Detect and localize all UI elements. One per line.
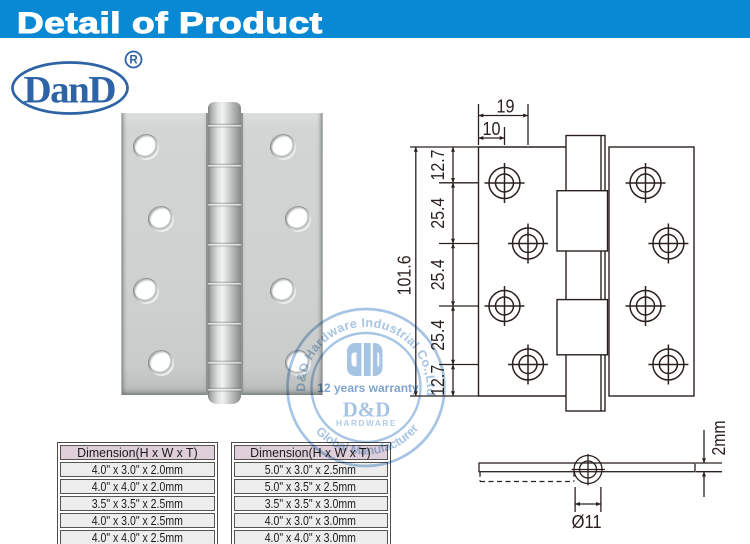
table-row: 5.0" x 3.5" x 2.5mm [233, 478, 388, 494]
table-cell-text: 4.0" x 3.0" x 2.0mm [91, 461, 184, 477]
dimension-table-1: Dimension(H x W x T) 4.0" x 3.0" x 2.0mm… [57, 441, 218, 544]
drawing-left-plate [477, 146, 566, 397]
drawing-knuckle [556, 189, 609, 252]
table-row: 3.5" x 3.5" x 3.0mm [233, 495, 388, 511]
screw-hole-symbol [648, 344, 689, 385]
screw-hole-photo [269, 277, 296, 304]
dim-label-thickness: 2mm [708, 421, 729, 456]
drawing-right-plate [608, 146, 695, 397]
dim-label-25.4-b: 25.4 [427, 259, 448, 290]
watermark-warranty-text: 12 years warranty [317, 381, 419, 395]
dim-label-pin-diameter: Ø11 [572, 511, 602, 532]
hinge-photo-barrel [207, 101, 241, 404]
page-title: Detail of Product [16, 7, 323, 40]
table-cell-text: 4.0" x 4.0" x 3.0mm [264, 529, 357, 544]
table-cell-text: 5.0" x 3.0" x 2.5mm [264, 461, 357, 477]
table-row: 4.0" x 3.0" x 2.5mm [60, 512, 215, 528]
table-header: Dimension(H x W x T) [60, 444, 215, 460]
dim-label-10: 10 [483, 118, 501, 139]
registered-trademark-letter: R [129, 55, 138, 67]
table-cell-text: 5.0" x 3.5" x 2.5mm [264, 478, 357, 494]
table-header: Dimension(H x W x T) [233, 444, 388, 460]
dim-label-12.7-bottom: 12.7 [427, 365, 448, 396]
table-row: 4.0" x 4.0" x 2.0mm [60, 478, 215, 494]
barrel-knuckle-seam [207, 320, 241, 326]
table-row: 4.0" x 3.0" x 2.0mm [60, 461, 215, 477]
barrel-knuckle-seam [207, 162, 241, 168]
screw-hole-symbol [484, 286, 525, 326]
table-cell-text: 4.0" x 4.0" x 2.0mm [91, 478, 184, 494]
header-banner: Detail of Product [0, 0, 750, 40]
table-row: 3.5" x 3.5" x 2.5mm [60, 495, 215, 511]
barrel-knuckle-seam [207, 280, 241, 286]
dim-label-19: 19 [497, 96, 515, 117]
table-row: 4.0" x 3.0" x 3.0mm [233, 512, 388, 528]
table-cell-text: 3.5" x 3.5" x 2.5mm [91, 495, 184, 511]
drawing-screw-holes [484, 163, 689, 385]
screw-hole-photo [284, 205, 311, 232]
dimension-labels: 19 10 12.7 25.4 25.4 25.4 12.7 101.6 Ø11… [394, 96, 730, 533]
watermark-outer-ring [286, 307, 446, 468]
watermark-inner-ring [310, 331, 422, 444]
screw-hole-symbol [484, 163, 525, 203]
dimension-table-2: Dimension(H x W x T) 5.0" x 3.0" x 2.5mm… [230, 441, 391, 544]
screw-hole-photo [132, 133, 159, 160]
barrel-knuckle-seam [207, 201, 241, 207]
screw-hole-photo [147, 205, 174, 232]
dim-label-101.6: 101.6 [394, 255, 415, 295]
dim-label-12.7-top: 12.7 [427, 150, 448, 181]
screw-hole-photo [269, 133, 296, 160]
dim-label-25.4-c: 25.4 [427, 320, 448, 351]
registered-trademark-icon [124, 50, 143, 69]
screw-hole-symbol [508, 344, 548, 385]
brand-logo: DanD R [11, 50, 143, 115]
screw-hole-symbol [648, 223, 689, 264]
dim-label-25.4-a: 25.4 [427, 198, 448, 229]
screw-hole-photo [132, 277, 159, 304]
table-cell-text: 4.0" x 3.0" x 2.5mm [91, 512, 184, 528]
logo-text: DanD [24, 69, 117, 112]
drawing-barrel [565, 134, 606, 412]
screw-hole-photo [147, 349, 174, 376]
table-row: 4.0" x 4.0" x 2.5mm [60, 529, 215, 544]
table-cell-text: 3.5" x 3.5" x 3.0mm [264, 495, 357, 511]
watermark-monogram-icon [347, 343, 383, 376]
table-cell-text: 4.0" x 3.0" x 3.0mm [264, 512, 357, 528]
barrel-knuckle-seam [207, 359, 241, 365]
watermark-brand-text: D&D [343, 398, 391, 422]
table-header-text: Dimension(H x W x T) [250, 444, 371, 460]
logo-ellipse [11, 61, 129, 115]
screw-hole-symbol [625, 286, 666, 326]
barrel-knuckle-seam [207, 386, 241, 392]
hinge-photo-left-leaf [120, 112, 208, 396]
barrel-knuckle-seam [207, 241, 241, 247]
barrel-knuckle-seam [207, 122, 241, 128]
hinge-photo-right-leaf [240, 112, 323, 396]
table-header-text: Dimension(H x W x T) [77, 444, 198, 460]
table-cell-text: 4.0" x 4.0" x 2.5mm [91, 529, 184, 544]
screw-hole-symbol [508, 223, 548, 264]
dimension-lines [410, 104, 722, 512]
watermark-brand-sub-text: HARDWARE [336, 419, 397, 428]
drawing-knuckle [556, 298, 609, 356]
screw-hole-symbol [625, 163, 666, 203]
